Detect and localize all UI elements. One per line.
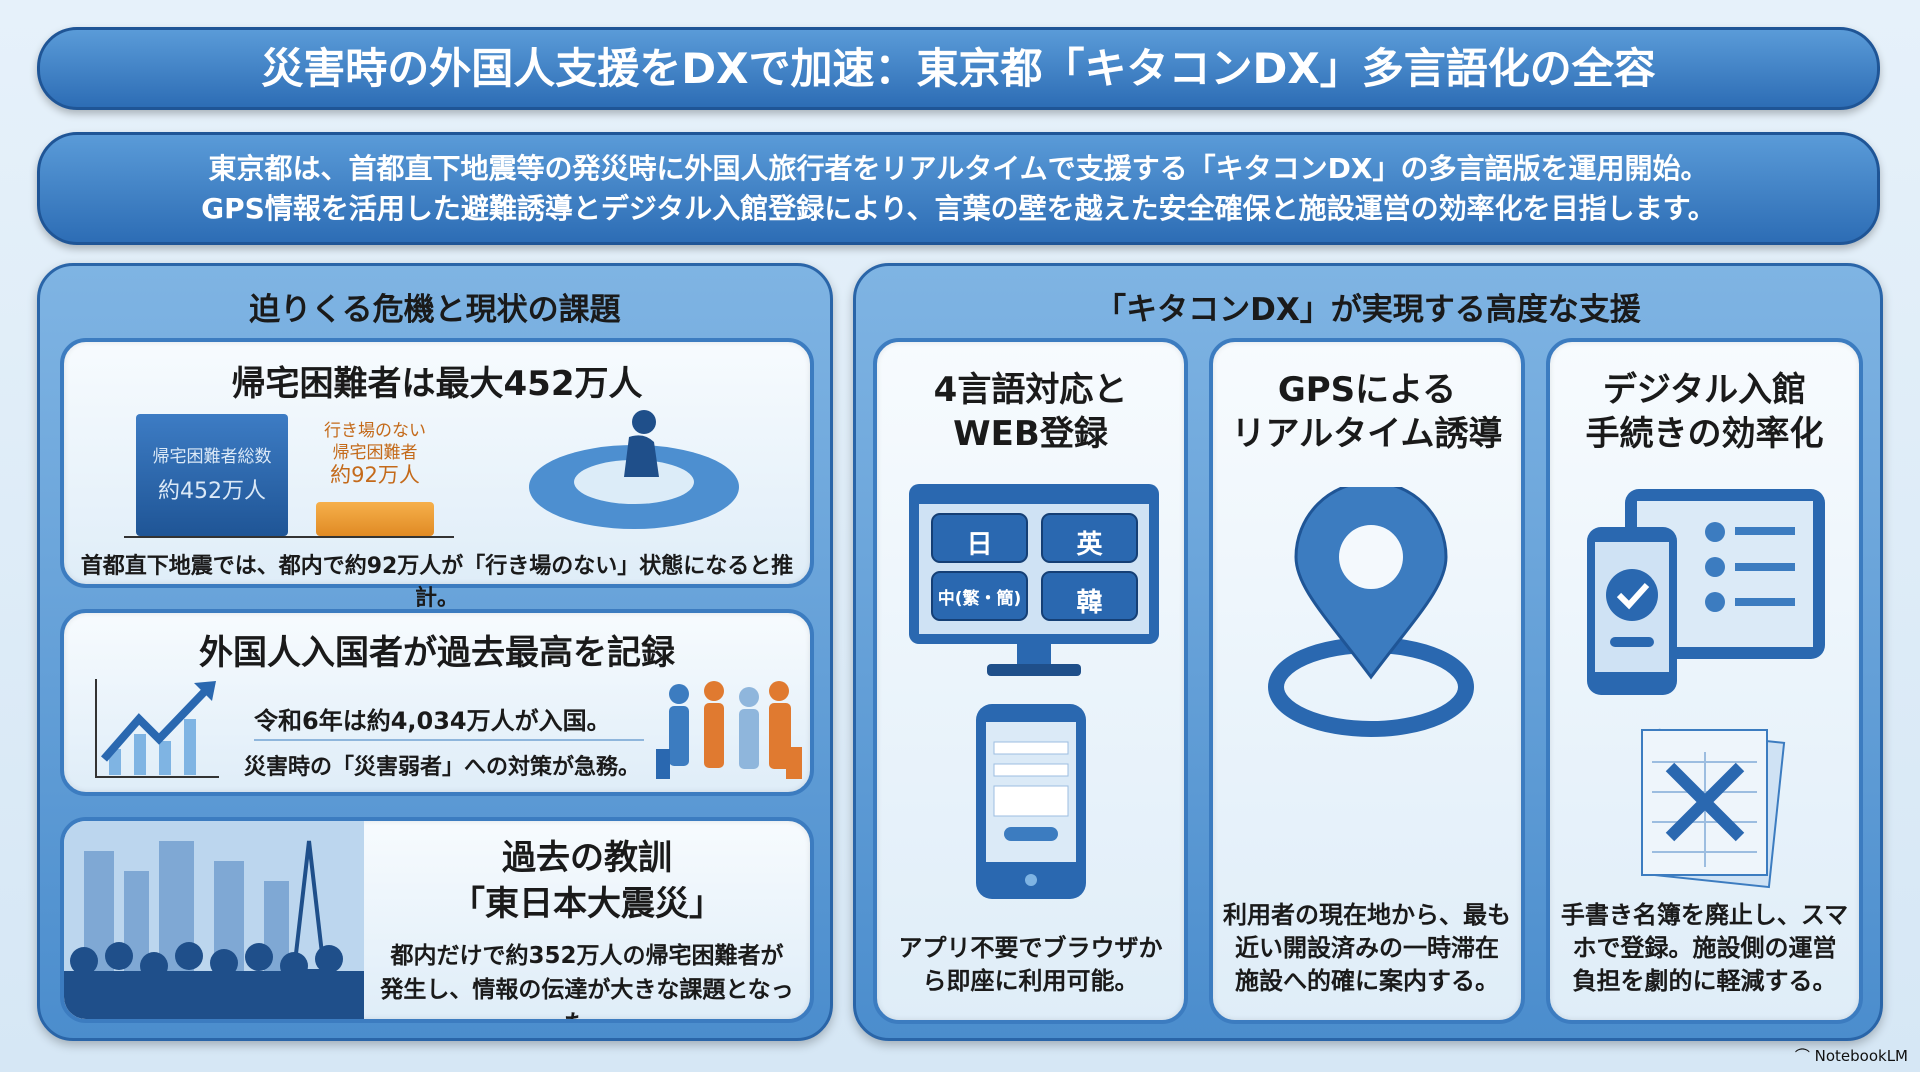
location-pin-icon [1268, 487, 1474, 737]
card-caption: 首都直下地震では、都内で約92万人が「行き場のない」状態になると推計。 [80, 554, 794, 611]
card-title: リアルタイム誘導 [1231, 414, 1503, 454]
label-line: 帰宅困難者 [332, 443, 418, 463]
lang-button-ja: 日 [966, 530, 993, 560]
page-title: 災害時の外国人支援をDXで加速：東京都「キタコンDX」多言語化の全容 [37, 27, 1880, 110]
bar-stranded [316, 502, 434, 536]
notebooklm-logo-icon: ⌒ [1794, 1047, 1815, 1065]
watermark-text: NotebookLM [1814, 1047, 1908, 1065]
visitor-note: 災害時の「災害弱者」への対策が急務。 [244, 755, 641, 780]
paper-form-cancelled-icon [1641, 728, 1786, 889]
card-digital-checkin: デジタル入館手続きの効率化 手書き名簿を廃止し、スマホで登録。施設側の運営負担を… [1546, 338, 1863, 1024]
lang-button-ko: 韓 [1076, 588, 1103, 618]
card-desc: アプリ不要でブラウザか [898, 934, 1163, 962]
label-line: 行き場のない [324, 421, 426, 441]
notebooklm-watermark: ⌒ NotebookLM [1795, 1045, 1908, 1066]
summary-banner: 東京都は、首都直下地震等の発災時に外国人旅行者をリアルタイムで支援する「キタコン… [37, 132, 1880, 245]
card-visitors: 外国人入国者が過去最高を記録 令和6年は約4,034万人が入国。 災害時の「災害… [60, 609, 814, 796]
left-panel-heading: 迫りくる危機と現状の課題 [249, 292, 621, 328]
lang-button-en: 英 [1076, 530, 1103, 560]
visitor-count: 令和6年は約4,034万人が入国。 [254, 707, 611, 735]
card-title: WEB登録 [953, 414, 1108, 454]
bar-total: 帰宅困難者総数 約452万人 [136, 414, 288, 536]
card-stranded: 帰宅困難者は最大452万人 帰宅困難者総数 約452万人 行き場のない 帰宅困難… [60, 338, 814, 611]
card-title: 帰宅困難者は最大452万人 [231, 364, 643, 404]
card-desc: 施設へ的確に案内する。 [1235, 967, 1499, 995]
lang-button-zh: 中(繁・簡) [937, 589, 1022, 609]
crowd-city-icon [64, 821, 364, 1019]
card-gps: GPSによるリアルタイム誘導 利用者の現在地から、最も近い開設済みの一時滞在施設… [1209, 338, 1525, 1024]
monitor-icon [909, 484, 1159, 676]
card-desc: 負担を劇的に軽減する。 [1572, 967, 1837, 995]
card-title: デジタル入館 [1602, 370, 1807, 410]
card-desc: 利用者の現在地から、最も [1223, 901, 1511, 929]
left-panel: 迫りくる危機と現状の課題 帰宅困難者は最大452万人 帰宅困難者総数 約452万… [37, 263, 833, 1041]
divider [254, 739, 644, 741]
travelers-icon [656, 681, 802, 779]
card-desc: ホで登録。施設側の運営 [1572, 934, 1837, 962]
lesson-line: 発生し、情報の伝達が大きな課題となった。 [380, 977, 794, 1019]
lesson-line: 都内だけで約352万人の帰宅困難者が [390, 943, 784, 969]
card-lesson: 過去の教訓 「東日本大震災」 都内だけで約352万人の帰宅困難者が 発生し、情報… [60, 817, 814, 1023]
bar-total-label: 帰宅困難者総数 [152, 447, 272, 467]
card-title: 手続きの効率化 [1585, 414, 1824, 454]
right-panel-heading: 「キタコンDX」が実現する高度な支援 [1095, 292, 1641, 328]
stranded-person-icon [529, 410, 739, 529]
card-title: 4言語対応と [933, 370, 1128, 410]
baseline [124, 536, 454, 538]
summary-line: 東京都は、首都直下地震等の発災時に外国人旅行者をリアルタイムで支援する「キタコン… [208, 152, 1709, 185]
card-desc: 近い開設済みの一時滞在 [1235, 934, 1499, 962]
card-title: 過去の教訓 [502, 838, 672, 878]
summary-line: GPS情報を活用した避難誘導とデジタル入館登録により、言葉の壁を越えた安全確保と… [201, 192, 1716, 225]
card-desc: ら即座に利用可能。 [922, 967, 1139, 995]
card-title: 「東日本大震災」 [451, 884, 723, 924]
card-desc: 手書き名簿を廃止し、スマ [1560, 901, 1849, 929]
label-value: 約92万人 [330, 463, 420, 487]
bar-total-value: 約452万人 [158, 479, 266, 504]
card-title: GPSによる [1277, 370, 1457, 410]
bar-stranded-label: 行き場のない 帰宅困難者 約92万人 [316, 420, 434, 486]
card-title: 外国人入国者が過去最高を記録 [199, 633, 675, 673]
tablet-phone-check-icon [1587, 489, 1825, 695]
growth-chart-icon [95, 679, 219, 778]
smartphone-icon [976, 704, 1086, 899]
